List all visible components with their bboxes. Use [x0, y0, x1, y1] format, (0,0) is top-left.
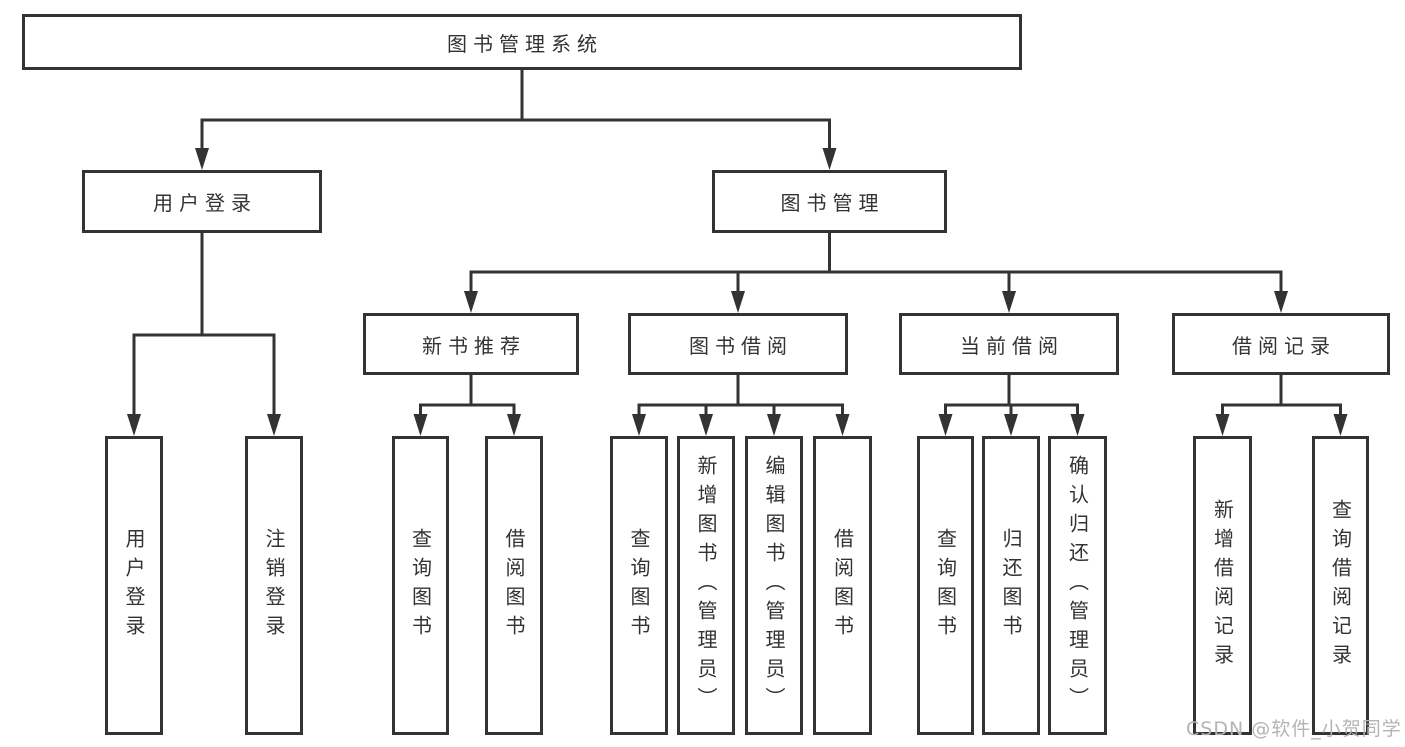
leaf-confirm-return-admin: 确认归还（管理员）: [1048, 436, 1107, 735]
leaf-add-books-admin: 新增图书（管理员）: [677, 436, 735, 735]
leaf-borrow-books: 借阅图书: [813, 436, 872, 735]
leaf-borrow-books-recommend: 借阅图书: [485, 436, 543, 735]
leaf-add-books-admin-label: 新增图书（管理员）: [694, 455, 718, 716]
leaf-borrow-books-recommend-label: 借阅图书: [502, 527, 526, 644]
node-borrow-records: 借阅记录: [1172, 313, 1390, 375]
node-borrow-records-label: 借阅记录: [1232, 333, 1336, 358]
leaf-query-borrow-record: 查询借阅记录: [1312, 436, 1369, 735]
node-book-management-label: 图书管理: [780, 191, 885, 215]
leaf-user-login-label: 用户登录: [122, 527, 146, 644]
leaf-logout: 注销登录: [245, 436, 303, 735]
leaf-borrow-books-label: 借阅图书: [830, 527, 855, 644]
node-root-label: 图书管理系统: [447, 31, 603, 56]
leaf-add-borrow-record-label: 新增借阅记录: [1210, 498, 1235, 673]
node-root: 图书管理系统: [22, 14, 1022, 70]
leaf-query-books-current: 查询图书: [917, 436, 974, 735]
node-new-book-recommend: 新书推荐: [363, 313, 579, 375]
leaf-edit-books-admin: 编辑图书（管理员）: [745, 436, 803, 735]
watermark: CSDN @软件_小贺同学: [1186, 718, 1402, 740]
leaf-add-borrow-record: 新增借阅记录: [1193, 436, 1252, 735]
leaf-return-books-label: 归还图书: [999, 527, 1023, 644]
node-book-borrow-label: 图书借阅: [689, 333, 793, 358]
leaf-query-books-current-label: 查询图书: [933, 527, 958, 644]
node-book-borrow: 图书借阅: [628, 313, 848, 375]
leaf-query-books-borrow-label: 查询图书: [627, 527, 651, 644]
leaf-query-books-recommend-label: 查询图书: [408, 527, 433, 644]
leaf-query-borrow-record-label: 查询借阅记录: [1328, 498, 1353, 673]
leaf-return-books: 归还图书: [982, 436, 1040, 735]
node-new-book-recommend-label: 新书推荐: [422, 333, 526, 358]
leaf-logout-label: 注销登录: [262, 527, 286, 644]
leaf-confirm-return-admin-label: 确认归还（管理员）: [1065, 455, 1090, 716]
node-book-management: 图书管理: [712, 170, 947, 233]
leaf-query-books-recommend: 查询图书: [392, 436, 449, 735]
leaf-user-login: 用户登录: [105, 436, 163, 735]
leaf-query-books-borrow: 查询图书: [610, 436, 668, 735]
node-current-borrow-label: 当前借阅: [960, 333, 1064, 358]
node-user-login: 用户登录: [82, 170, 322, 233]
node-current-borrow: 当前借阅: [899, 313, 1119, 375]
leaf-edit-books-admin-label: 编辑图书（管理员）: [762, 455, 786, 716]
node-user-login-label: 用户登录: [153, 191, 257, 215]
